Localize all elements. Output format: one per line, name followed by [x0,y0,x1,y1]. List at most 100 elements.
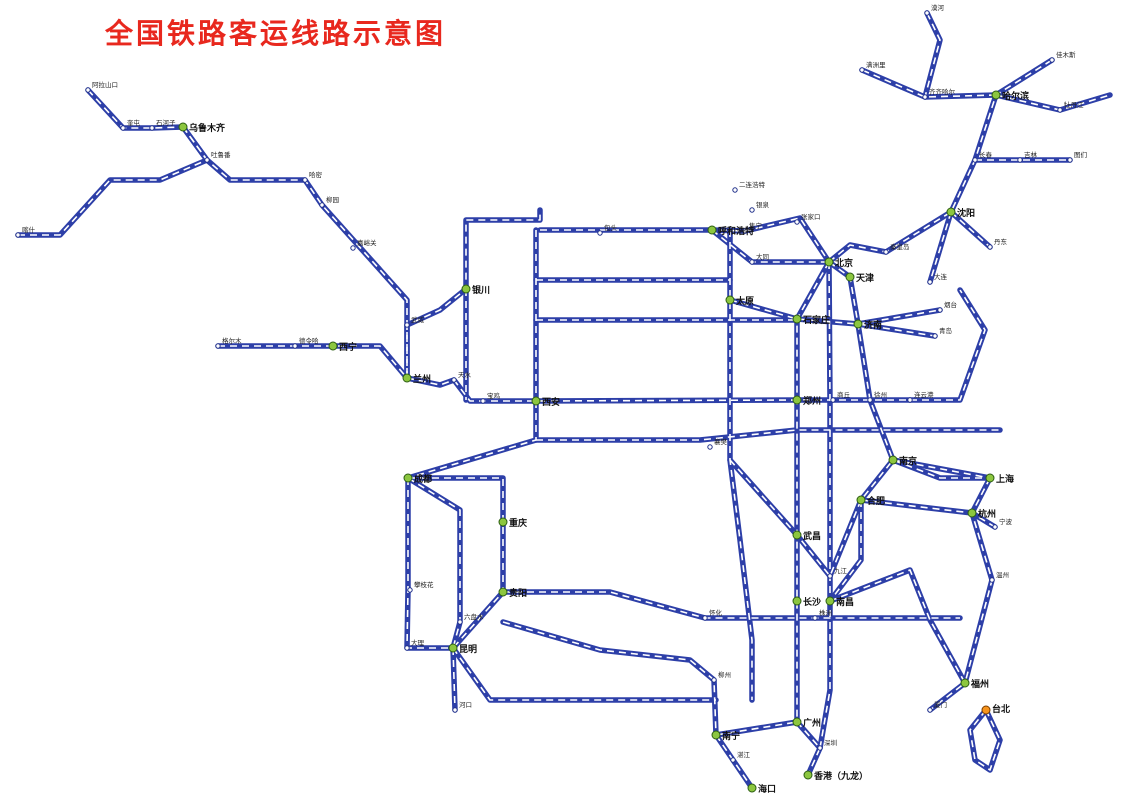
minor-station-node[interactable] [215,343,221,349]
minor-station-node[interactable] [749,259,755,265]
minor-station-node[interactable] [989,577,995,583]
minor-station-node[interactable] [749,207,755,213]
minor-station-node[interactable] [927,707,933,713]
minor-station-label: 连云港 [914,390,934,399]
minor-station-node[interactable] [350,245,356,251]
major-station-node[interactable] [792,314,802,324]
rail-line [500,619,719,738]
major-station-node[interactable] [960,678,970,688]
major-station-node[interactable] [792,395,802,405]
minor-station-node[interactable] [292,343,298,349]
rail-line [950,211,991,248]
major-station-node[interactable] [725,295,735,305]
minor-station-node[interactable] [204,157,210,163]
major-station-node[interactable] [824,257,834,267]
minor-station-node[interactable] [992,524,998,530]
minor-station-node[interactable] [972,157,978,163]
minor-station-node[interactable] [1017,157,1023,163]
minor-station-node[interactable] [730,757,736,763]
minor-station-node[interactable] [451,377,457,383]
minor-station-node[interactable] [597,230,603,236]
minor-station-node[interactable] [794,219,800,225]
minor-station-node[interactable] [907,397,913,403]
minor-station-node[interactable] [711,677,717,683]
minor-station-node[interactable] [149,125,155,131]
minor-station-node[interactable] [742,228,748,234]
minor-station-node[interactable] [480,398,486,404]
rail-line [407,477,461,649]
minor-station-node[interactable] [15,232,21,238]
rail-line [729,299,936,337]
major-station-label: 西安 [542,396,560,408]
major-station-node[interactable] [403,473,413,483]
minor-station-node[interactable] [120,125,126,131]
minor-station-node[interactable] [987,244,993,250]
minor-station-node[interactable] [302,177,308,183]
major-station-node[interactable] [747,783,757,793]
major-station-node[interactable] [328,341,338,351]
minor-station-label: 烟台 [944,300,957,309]
major-station-node[interactable] [792,530,802,540]
major-station-node[interactable] [888,455,898,465]
special-station-label: 台北 [992,703,1010,715]
major-station-label: 北京 [835,257,853,269]
minor-station-label: 奎屯 [127,118,141,127]
minor-station-node[interactable] [85,87,91,93]
major-station-node[interactable] [967,508,977,518]
major-station-node[interactable] [498,587,508,597]
special-station-node[interactable] [981,705,991,715]
minor-station-node[interactable] [812,615,818,621]
major-station-node[interactable] [845,272,855,282]
minor-station-node[interactable] [883,249,889,255]
major-station-node[interactable] [531,396,541,406]
rail-line [87,89,184,129]
minor-station-node[interactable] [707,444,713,450]
minor-station-node[interactable] [867,397,873,403]
minor-station-label: 图们 [1074,150,1087,159]
minor-station-node[interactable] [937,307,943,313]
minor-station-node[interactable] [924,10,930,16]
minor-station-node[interactable] [932,333,938,339]
minor-station-label: 大同 [756,252,769,261]
minor-station-node[interactable] [732,187,738,193]
minor-station-node[interactable] [457,619,463,625]
major-station-node[interactable] [985,473,995,483]
major-station-node[interactable] [178,122,188,132]
major-station-node[interactable] [825,596,835,606]
major-station-node[interactable] [946,207,956,217]
major-station-node[interactable] [856,495,866,505]
minor-station-node[interactable] [1067,157,1073,163]
minor-station-node[interactable] [1049,57,1055,63]
major-station-node[interactable] [402,373,412,383]
minor-station-node[interactable] [404,322,410,328]
major-station-node[interactable] [448,643,458,653]
major-station-node[interactable] [498,517,508,527]
minor-station-node[interactable] [817,745,823,751]
minor-station-node[interactable] [1057,107,1063,113]
minor-station-node[interactable] [830,397,836,403]
minor-station-node[interactable] [319,202,325,208]
major-station-node[interactable] [461,284,471,294]
major-station-label: 哈尔滨 [1002,90,1029,102]
minor-station-label: 丹东 [994,237,1008,246]
major-station-node[interactable] [991,90,1001,100]
major-station-node[interactable] [792,596,802,606]
major-station-node[interactable] [792,717,802,727]
minor-station-node[interactable] [702,615,708,621]
major-station-node[interactable] [707,225,717,235]
major-station-node[interactable] [711,730,721,740]
minor-station-label: 温州 [996,570,1009,579]
major-station-label: 乌鲁木齐 [189,122,226,134]
minor-station-node[interactable] [404,645,410,651]
major-station-node[interactable] [853,319,863,329]
minor-station-node[interactable] [922,94,928,100]
major-station-node[interactable] [803,770,813,780]
minor-station-label: 阿拉山口 [92,80,118,89]
rail-line [819,261,831,749]
minor-station-node[interactable] [407,587,413,593]
minor-station-node[interactable] [827,573,833,579]
minor-station-node[interactable] [927,279,933,285]
minor-station-node[interactable] [452,707,458,713]
minor-station-node[interactable] [859,67,865,73]
rail-line [500,589,963,621]
